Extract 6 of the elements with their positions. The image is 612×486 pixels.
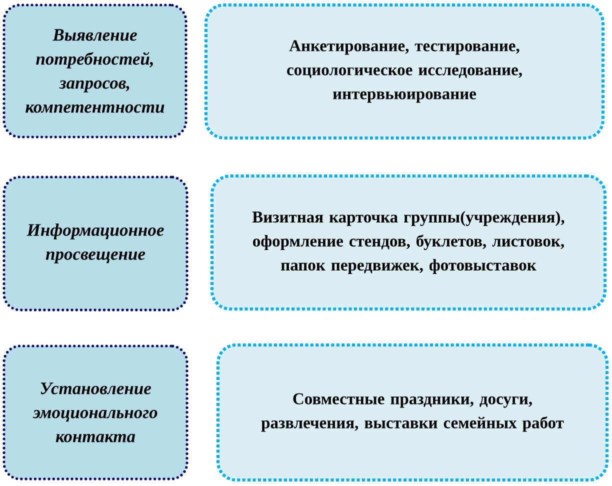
category-box: Информационное просвещение: [2, 176, 188, 312]
description-box: Анкетирование, тестирование, социологическое исследование, интервьюирование: [204, 4, 604, 140]
category-box: Установление эмоционального контакта: [2, 344, 188, 480]
description-box: Визитная карточка группы(учреждения), оформление стендов, буклетов, листовок, папок передвижек, фотовыставок: [210, 174, 606, 310]
description-box: Совместные праздники, досуги, развлечения, выставки семейных работ: [216, 343, 608, 482]
category-box: Выявление потребностей, запросов, компетентности: [2, 4, 188, 138]
